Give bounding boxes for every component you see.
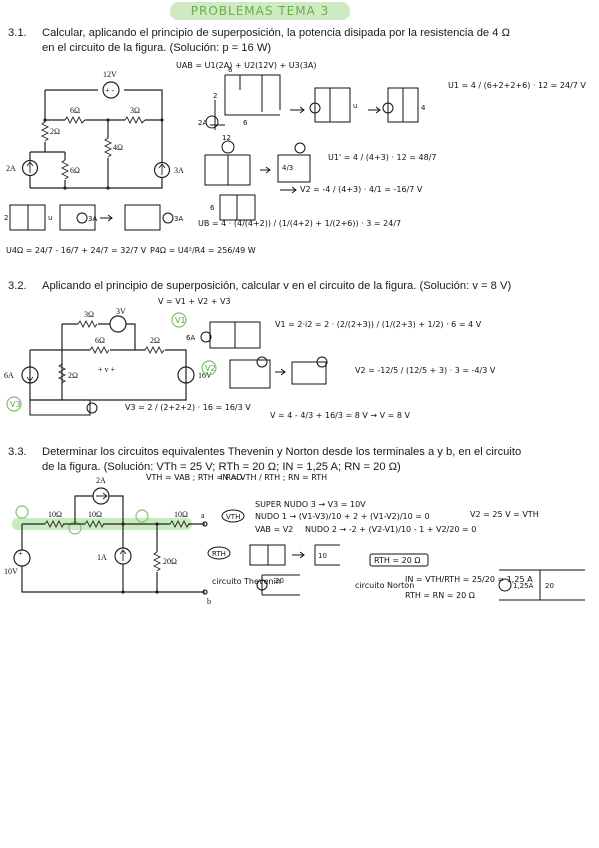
svg-text:20: 20 <box>545 582 554 590</box>
svg-text:V2 = -12/5 / (12/5 + 3) · 3 =: V2 = -12/5 / (12/5 + 3) · 3 = -4/3 V <box>355 366 496 375</box>
svg-text:6: 6 <box>210 204 215 212</box>
svg-text:U1 = 4 / (6+2+2+6) · 12 = 24/7: U1 = 4 / (6+2+2+6) · 12 = 24/7 V <box>448 81 586 90</box>
svg-text:2Ω: 2Ω <box>150 336 160 345</box>
svg-text:1,25A: 1,25A <box>513 582 534 590</box>
svg-text:2A: 2A <box>96 476 106 485</box>
svg-text:circuito Norton: circuito Norton <box>355 581 414 590</box>
svg-text:U1' = 4 / (4+3) · 12 = 48/7: U1' = 4 / (4+3) · 12 = 48/7 <box>328 153 437 162</box>
handwritten-notes-3-1: UAB = U1(2A) + U2(12V) + U3(3A) 2A 6 2 6… <box>4 61 586 255</box>
svg-text:V2 = 25 V = VTH: V2 = 25 V = VTH <box>470 510 539 519</box>
svg-text:3Ω: 3Ω <box>84 310 94 319</box>
svg-text:10Ω: 10Ω <box>174 510 188 519</box>
svg-text:V = 4 - 4/3 + 16/3 = 8 V → V =: V = 4 - 4/3 + 16/3 = 8 V → V = 8 V <box>270 411 411 420</box>
svg-text:RTH = RN = 20 Ω: RTH = RN = 20 Ω <box>405 591 475 600</box>
svg-text:20: 20 <box>275 577 284 585</box>
svg-text:2Ω: 2Ω <box>50 127 60 136</box>
problem-statement: Calcular, aplicando el principio de supe… <box>42 27 510 54</box>
svg-text:VTH: VTH <box>226 513 240 521</box>
svg-text:6Ω: 6Ω <box>95 336 105 345</box>
svg-text:6A: 6A <box>4 371 14 380</box>
svg-text:V1 = 2·i2 = 2 · (2/(2+3)) / (1: V1 = 2·i2 = 2 · (2/(2+3)) / (1/(2+3) + 1… <box>275 320 482 329</box>
svg-text:u: u <box>353 102 357 110</box>
svg-text:P4Ω = U4²/R4 = 256/49 W: P4Ω = U4²/R4 = 256/49 W <box>150 246 256 255</box>
problem-number: 3.2. <box>8 280 27 292</box>
circuit-3-3: 2A 10Ω 10Ω 10Ω + 10V 1A 20Ω a b <box>4 476 211 606</box>
svg-text:+: + <box>18 549 23 558</box>
svg-text:UAB = U1(2A) + U2(12V) + U3(3A: UAB = U1(2A) + U2(12V) + U3(3A) <box>176 61 317 70</box>
svg-text:4: 4 <box>421 104 426 112</box>
label-12v: 12V <box>103 70 117 79</box>
svg-text:IN = VTH/RTH = 25/20 = 1,25 A: IN = VTH/RTH = 25/20 = 1,25 A <box>405 575 533 584</box>
svg-text:IN = VTH / RTH ; RN = RTH: IN = VTH / RTH ; RN = RTH <box>220 473 327 482</box>
circuit-3-2: 3Ω 3V 6Ω 2Ω 6A 2Ω + v + 16V <box>4 307 212 401</box>
svg-text:10V: 10V <box>4 567 18 576</box>
svg-text:V3: V3 <box>10 400 21 409</box>
problem-number: 3.3. <box>8 446 27 458</box>
svg-text:UB = 4 · (4/(4+2)) / (1/(4+2): UB = 4 · (4/(4+2)) / (1/(4+2) + 1/(2+6))… <box>198 219 401 228</box>
svg-text:V2: V2 <box>205 364 216 373</box>
problem-number: 3.1. <box>8 27 27 39</box>
svg-text:6A: 6A <box>186 334 195 342</box>
svg-text:3A: 3A <box>88 215 97 223</box>
svg-text:RTH: RTH <box>212 550 226 558</box>
problem-statement: Aplicando el principio de superposición,… <box>42 280 512 292</box>
problem-3-3-figure: 2A 10Ω 10Ω 10Ω + 10V 1A 20Ω a b VTH = VA… <box>4 473 585 606</box>
circuit-3-1: + - 12V 6Ω 3Ω 2Ω 4Ω 2A 6Ω 3A <box>6 70 184 190</box>
svg-text:V2 = -4 / (4+3) · 4/1 = -16/7: V2 = -4 / (4+3) · 4/1 = -16/7 V <box>300 185 423 194</box>
svg-text:10Ω: 10Ω <box>88 510 102 519</box>
svg-text:16V: 16V <box>198 371 212 380</box>
svg-text:6Ω: 6Ω <box>70 106 80 115</box>
svg-text:circuito Thevenin: circuito Thevenin <box>212 577 281 586</box>
svg-text:3V: 3V <box>116 307 126 316</box>
svg-text:10: 10 <box>318 552 327 560</box>
problem-3-2-figure: 3Ω 3V 6Ω 2Ω 6A 2Ω + v + 16V V = V1 + V2 … <box>4 297 496 420</box>
problem-3-1-figure: + - 12V 6Ω 3Ω 2Ω 4Ω 2A 6Ω 3A UAB <box>4 61 586 255</box>
svg-text:20Ω: 20Ω <box>163 557 177 566</box>
svg-text:6: 6 <box>243 119 248 127</box>
svg-text:2: 2 <box>4 214 8 222</box>
handwritten-notes-3-2: V = V1 + V2 + V3 V1 6A V1 = 2·i2 = 2 · (… <box>6 297 496 420</box>
svg-text:a: a <box>201 511 205 520</box>
svg-text:U4Ω = 24/7 - 16/7 + 24/7 = 32/: U4Ω = 24/7 - 16/7 + 24/7 = 32/7 V <box>6 246 147 255</box>
svg-text:V1: V1 <box>175 316 186 325</box>
svg-text:2: 2 <box>213 92 217 100</box>
svg-text:V = V1 + V2 + V3: V = V1 + V2 + V3 <box>158 297 231 306</box>
svg-text:3Ω: 3Ω <box>130 106 140 115</box>
svg-text:3A: 3A <box>174 166 184 175</box>
svg-text:+ -: + - <box>105 86 115 95</box>
page-title: PROBLEMAS TEMA 3 <box>170 2 350 20</box>
svg-text:RTH = 20 Ω: RTH = 20 Ω <box>374 556 421 565</box>
svg-text:SUPER NUDO 3 → V3 = 10V: SUPER NUDO 3 → V3 = 10V <box>255 500 366 509</box>
svg-text:u: u <box>48 214 52 222</box>
svg-text:VTH = VAB ; RTH = RAD: VTH = VAB ; RTH = RAD <box>146 473 242 482</box>
problem-statement: Determinar los circuitos equivalentes Th… <box>42 446 522 473</box>
svg-text:NUDO 2 → -2 + (V2-V1)/10 - 1 +: NUDO 2 → -2 + (V2-V1)/10 - 1 + V2/20 = 0 <box>305 525 476 534</box>
svg-text:12: 12 <box>222 134 231 142</box>
svg-text:3A: 3A <box>174 215 183 223</box>
svg-text:6: 6 <box>228 66 233 74</box>
svg-text:2A: 2A <box>198 119 207 127</box>
svg-text:+ v +: + v + <box>98 365 116 374</box>
svg-text:6Ω: 6Ω <box>70 166 80 175</box>
svg-text:4Ω: 4Ω <box>113 143 123 152</box>
svg-text:4/3: 4/3 <box>282 164 293 172</box>
svg-text:V3 = 2 / (2+2+2) · 16 = 16/3 V: V3 = 2 / (2+2+2) · 16 = 16/3 V <box>125 403 251 412</box>
svg-text:VAB = V2: VAB = V2 <box>255 525 293 534</box>
svg-text:2A: 2A <box>6 164 16 173</box>
svg-text:10Ω: 10Ω <box>48 510 62 519</box>
svg-text:NUDO 1 → (V1-V3)/10 + 2 + (V1-: NUDO 1 → (V1-V3)/10 + 2 + (V1-V2)/10 = 0 <box>255 512 430 521</box>
svg-text:2Ω: 2Ω <box>68 371 78 380</box>
svg-text:1A: 1A <box>97 553 107 562</box>
handwritten-notes-3-3: VTH = VAB ; RTH = RAD IN = VTH / RTH ; R… <box>146 473 585 601</box>
svg-text:b: b <box>207 597 211 606</box>
